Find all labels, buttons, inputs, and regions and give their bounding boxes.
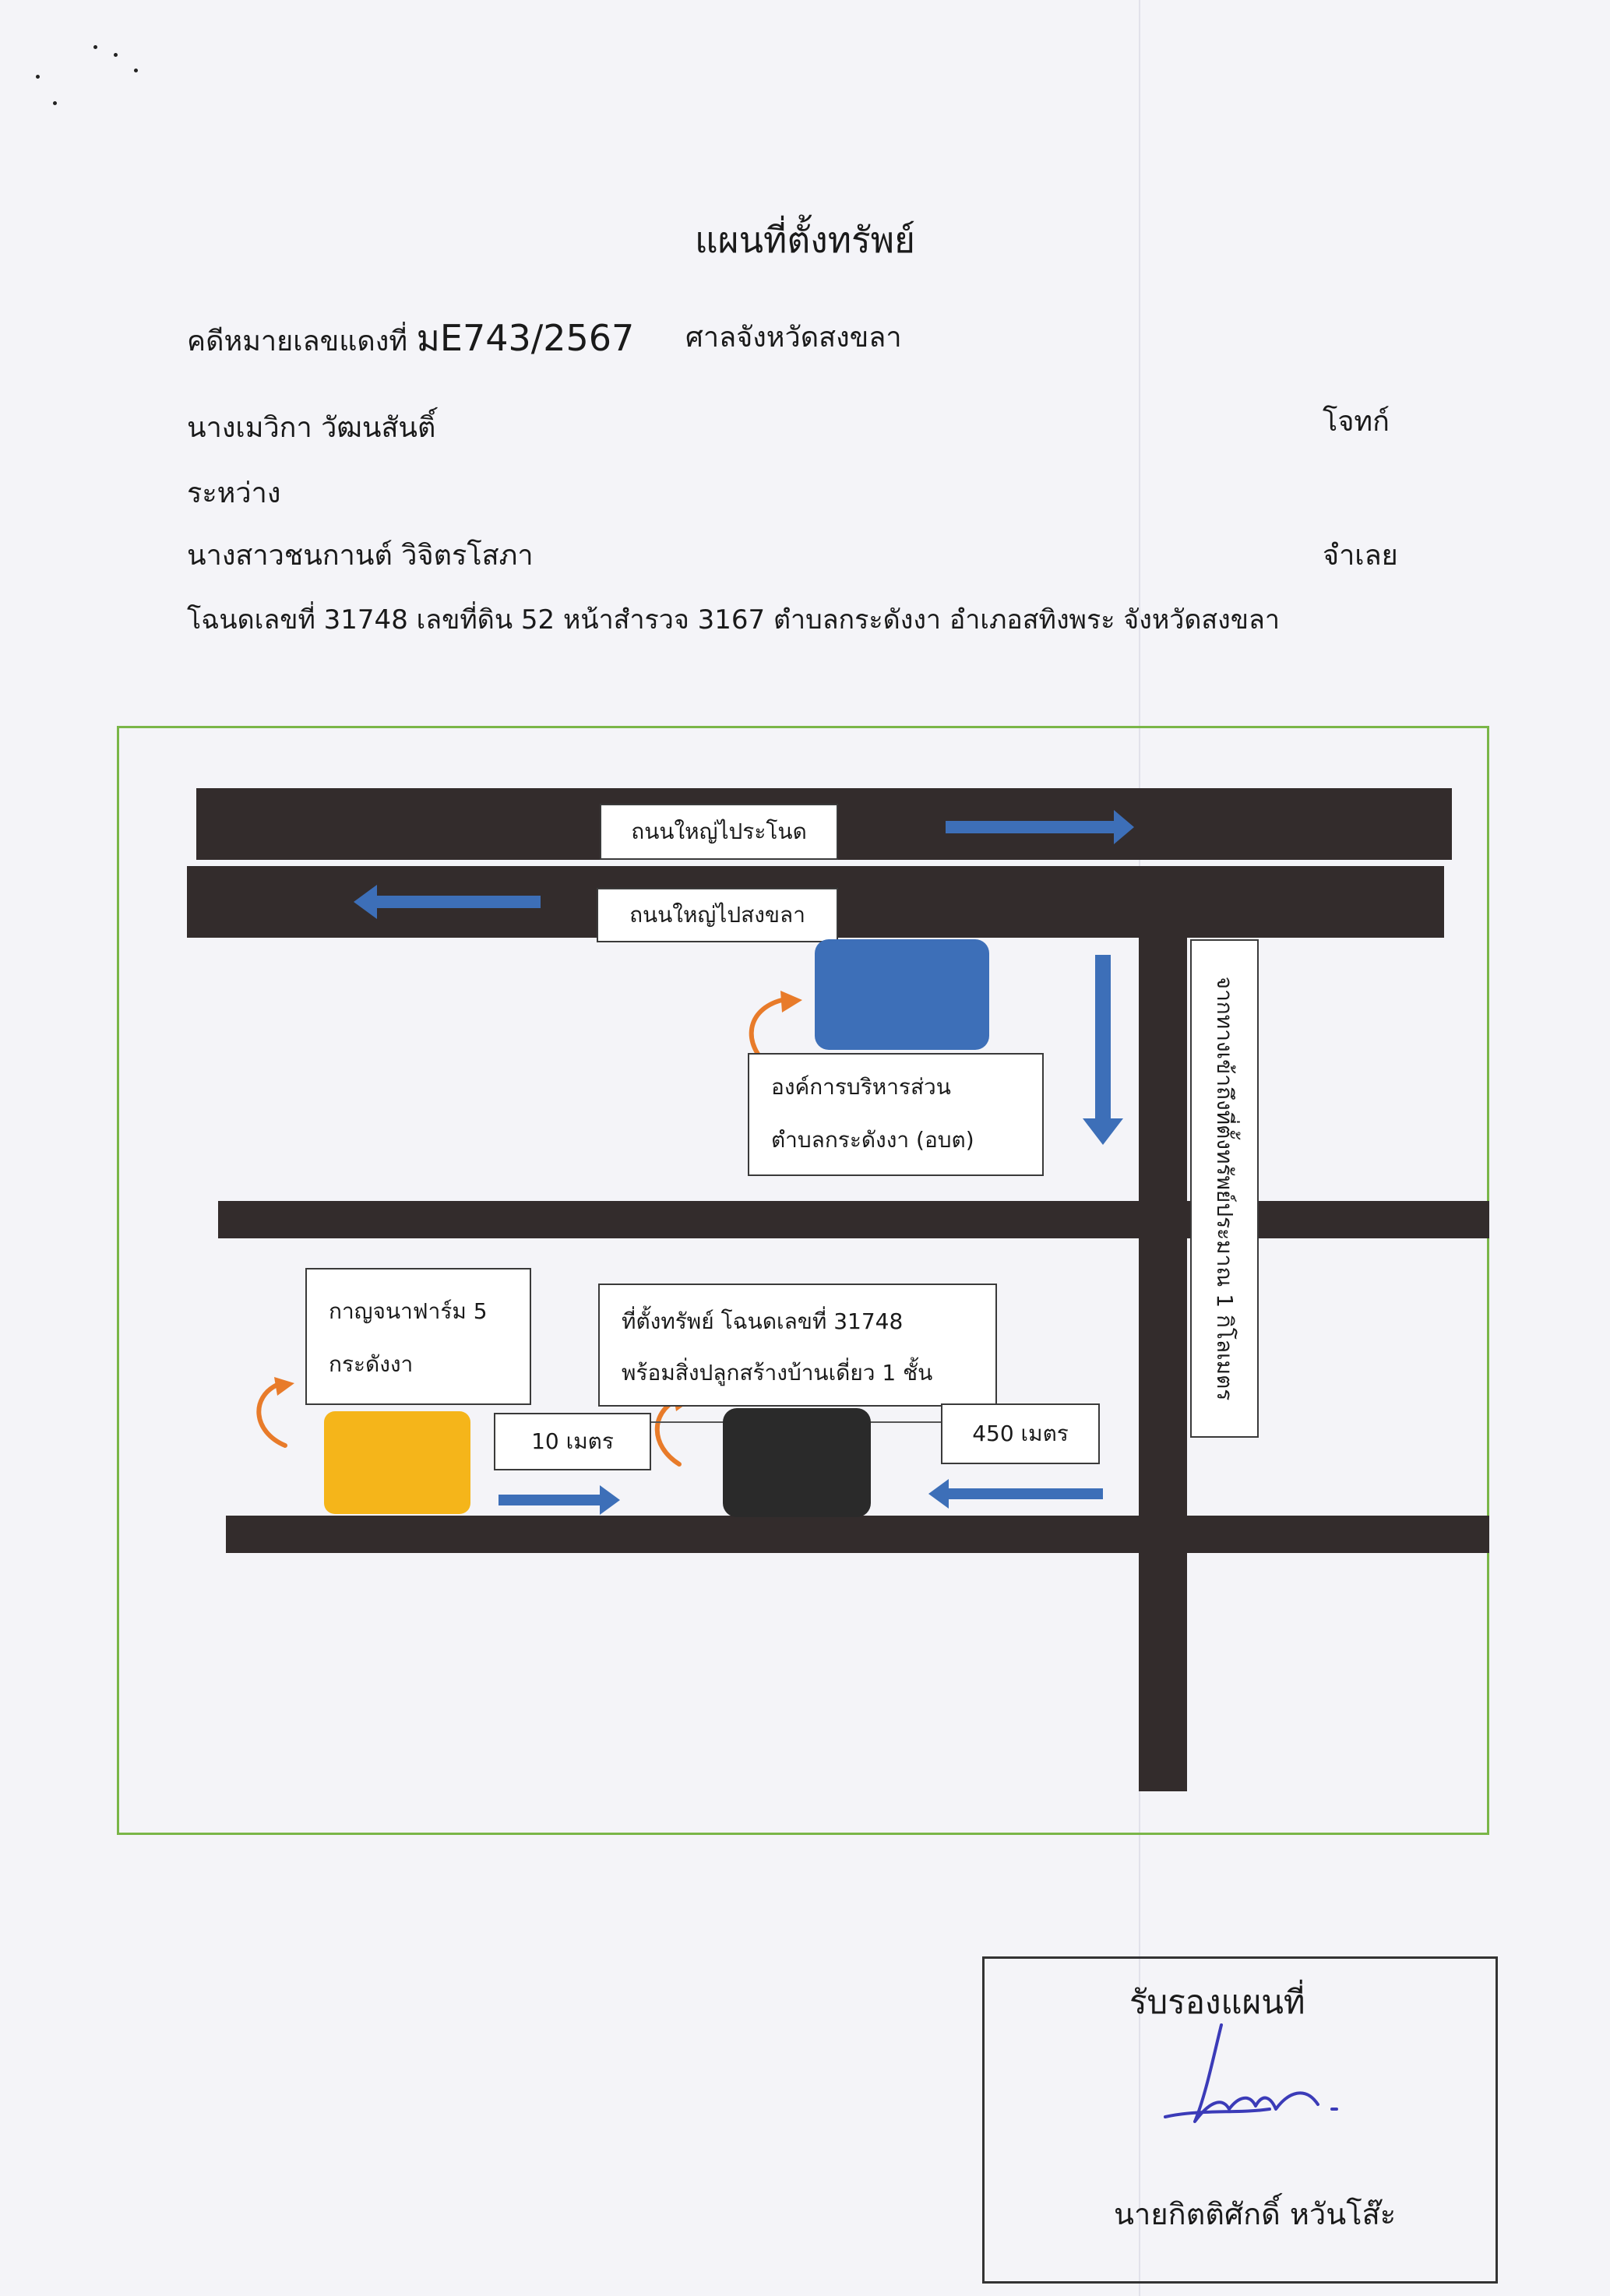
arrow-left-icon	[928, 1479, 1103, 1509]
property-building	[723, 1408, 871, 1517]
vertical-road	[1139, 935, 1187, 1791]
plaintiff-role: โจทก์	[1323, 406, 1390, 438]
scan-speck	[134, 69, 138, 72]
signature-box	[982, 1956, 1498, 2284]
road-label-songkhla: ถนนใหญ่ไปสงขลา	[597, 888, 838, 942]
defendant-name: นางสาวชนกานต์ วิจิตรโสภา	[187, 540, 534, 572]
case-label: คดีหมายเลขแดงที่	[187, 326, 408, 357]
arrow-left-icon	[354, 885, 541, 919]
defendant-role: จำเลย	[1323, 540, 1398, 572]
scan-speck	[93, 45, 97, 49]
curved-arrow-icon	[256, 1382, 287, 1448]
farm-building	[324, 1411, 470, 1514]
middle-road	[218, 1201, 1489, 1238]
farm-label: กาญจนาฟาร์ม 5 กระดังงา	[305, 1268, 531, 1405]
handwritten-signature	[1164, 2023, 1338, 2123]
scan-speck	[114, 53, 118, 57]
distance-450-label: 450 เมตร	[941, 1403, 1100, 1464]
between-label: ระหว่าง	[187, 477, 281, 509]
arrow-right-icon	[946, 810, 1134, 844]
court-name: ศาลจังหวัดสงขลา	[685, 322, 902, 354]
bottom-road	[226, 1516, 1489, 1553]
road-label-pranot: ถนนใหญ่ไประโนด	[600, 804, 838, 860]
farm-label-line2: กระดังงา	[329, 1351, 414, 1377]
deed-line: โฉนดเลขที่ 31748 เลขที่ดิน 52 หน้าสำรวจ …	[187, 604, 1280, 636]
property-label: ที่ตั้งทรัพย์ โฉนดเลขที่ 31748 พร้อมสิ่ง…	[598, 1284, 997, 1407]
case-number: มE743/2567	[416, 317, 635, 359]
sao-label-line1: องค์การบริหารส่วน	[771, 1074, 951, 1100]
signatory-name: นายกิตติศักดิ์ หวันโส๊ะ	[1114, 2197, 1397, 2231]
document-title: แผนที่ตั้งทรัพย์	[694, 219, 915, 261]
signature-title: รับรองแผนที่	[1129, 1983, 1305, 2021]
vertical-road-label-text: จากทางเข้าถึงที่ตั้งทรัพย์ประมาณ 1 กิโลเ…	[1212, 976, 1238, 1401]
plaintiff-name: นางเมวิกา วัฒนสันติ์	[187, 412, 436, 444]
arrowhead-icon	[274, 1377, 294, 1396]
scan-speck	[53, 101, 57, 105]
sao-label-line2: ตำบลกระดังงา (อบต)	[771, 1127, 974, 1153]
property-label-line2: พร้อมสิ่งปลูกสร้างบ้านเดี่ยว 1 ชั้น	[622, 1360, 933, 1386]
arrow-down-icon	[1083, 955, 1123, 1145]
sao-label: องค์การบริหารส่วน ตำบลกระดังงา (อบต)	[748, 1053, 1044, 1176]
sao-building	[815, 939, 989, 1050]
distance-10-label: 10 เมตร	[494, 1413, 651, 1470]
farm-label-line1: กาญจนาฟาร์ม 5	[329, 1298, 488, 1324]
map-frame	[117, 726, 1489, 1835]
case-line: คดีหมายเลขแดงที่ มE743/2567	[187, 310, 634, 367]
vertical-road-label: จากทางเข้าถึงที่ตั้งทรัพย์ประมาณ 1 กิโลเ…	[1190, 939, 1259, 1438]
property-label-line1: ที่ตั้งทรัพย์ โฉนดเลขที่ 31748	[622, 1308, 904, 1334]
arrow-right-icon	[499, 1485, 620, 1515]
arrowhead-icon	[780, 991, 802, 1012]
scan-speck	[36, 75, 40, 79]
